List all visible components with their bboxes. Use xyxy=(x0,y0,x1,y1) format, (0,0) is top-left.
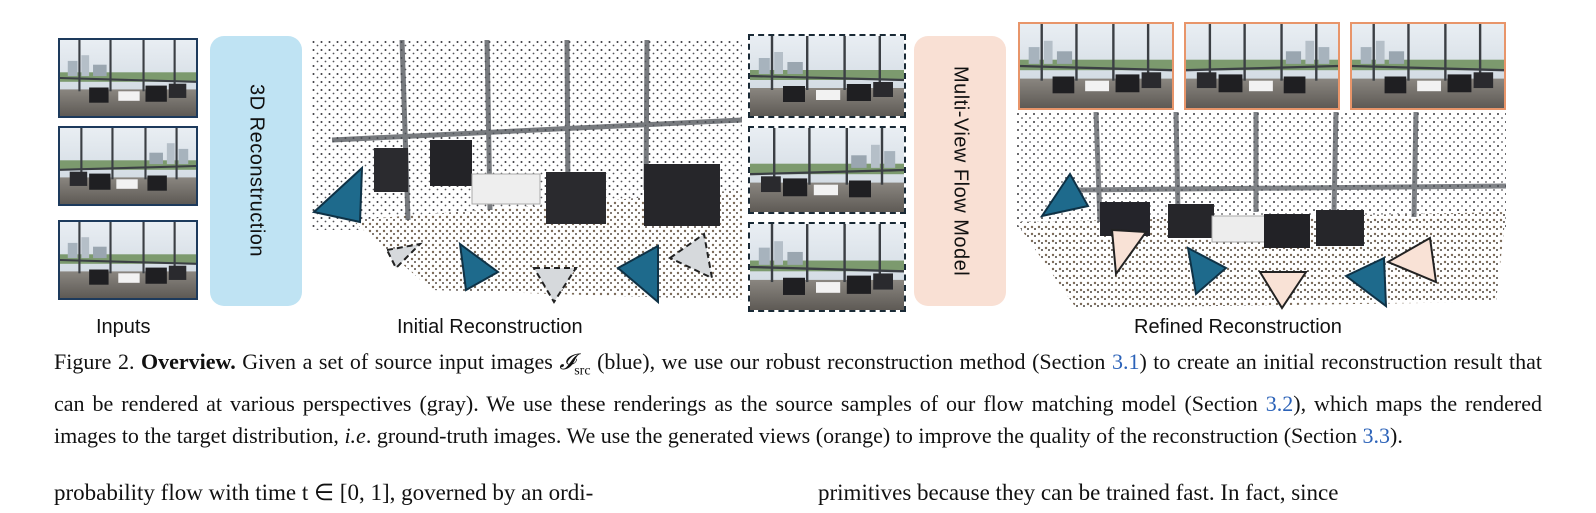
rendered-view-2 xyxy=(748,126,906,214)
reconstruction-module: 3D Reconstruction xyxy=(210,36,302,306)
generated-view-3 xyxy=(1350,22,1506,110)
generated-camera-icon xyxy=(1258,271,1308,310)
reconstruction-module-label: 3D Reconstruction xyxy=(245,84,268,258)
input-camera-icon xyxy=(1344,256,1388,309)
input-camera-icon xyxy=(1039,172,1090,218)
source-images-symbol: 𝓘src xyxy=(559,349,591,379)
section-ref-3-2[interactable]: 3.2 xyxy=(1265,390,1294,416)
generated-view-1 xyxy=(1018,22,1174,110)
figure-caption: Figure 2. Overview. Given a set of sourc… xyxy=(54,349,1543,449)
flow-model-module: Multi-View Flow Model xyxy=(914,36,1006,306)
caption-title: Overview. xyxy=(141,349,236,374)
input-camera-icon xyxy=(458,241,500,292)
body-text-left-column: probability flow with time t ∈ [0, 1], g… xyxy=(54,480,594,505)
render-camera-icon xyxy=(385,242,423,270)
input-image-1 xyxy=(58,38,198,118)
render-camera-icon xyxy=(532,267,578,304)
input-camera-icon xyxy=(312,165,364,224)
generated-camera-icon xyxy=(1385,236,1438,284)
rendered-view-3 xyxy=(748,222,906,312)
input-image-2 xyxy=(58,126,198,206)
input-camera-icon xyxy=(616,244,659,305)
refined-reconstruction-label: Refined Reconstruction xyxy=(1134,316,1342,338)
rendered-view-1 xyxy=(748,34,906,118)
generated-camera-icon xyxy=(1110,228,1148,277)
body-text-right-column: primitives because they can be trained f… xyxy=(818,480,1339,505)
section-ref-3-3[interactable]: 3.3 xyxy=(1362,423,1391,449)
section-ref-3-1[interactable]: 3.1 xyxy=(1111,349,1140,374)
figure-label: Figure 2. xyxy=(54,349,135,374)
initial-reconstruction-label: Initial Reconstruction xyxy=(397,316,583,338)
input-camera-icon xyxy=(1186,246,1228,296)
camera-markers-refined xyxy=(1039,172,1438,310)
input-image-3 xyxy=(58,220,198,300)
generated-view-2 xyxy=(1184,22,1340,110)
inputs-label: Inputs xyxy=(96,316,151,338)
render-camera-icon xyxy=(668,232,714,280)
flow-model-module-label: Multi-View Flow Model xyxy=(949,65,972,277)
camera-markers-initial xyxy=(312,165,714,305)
